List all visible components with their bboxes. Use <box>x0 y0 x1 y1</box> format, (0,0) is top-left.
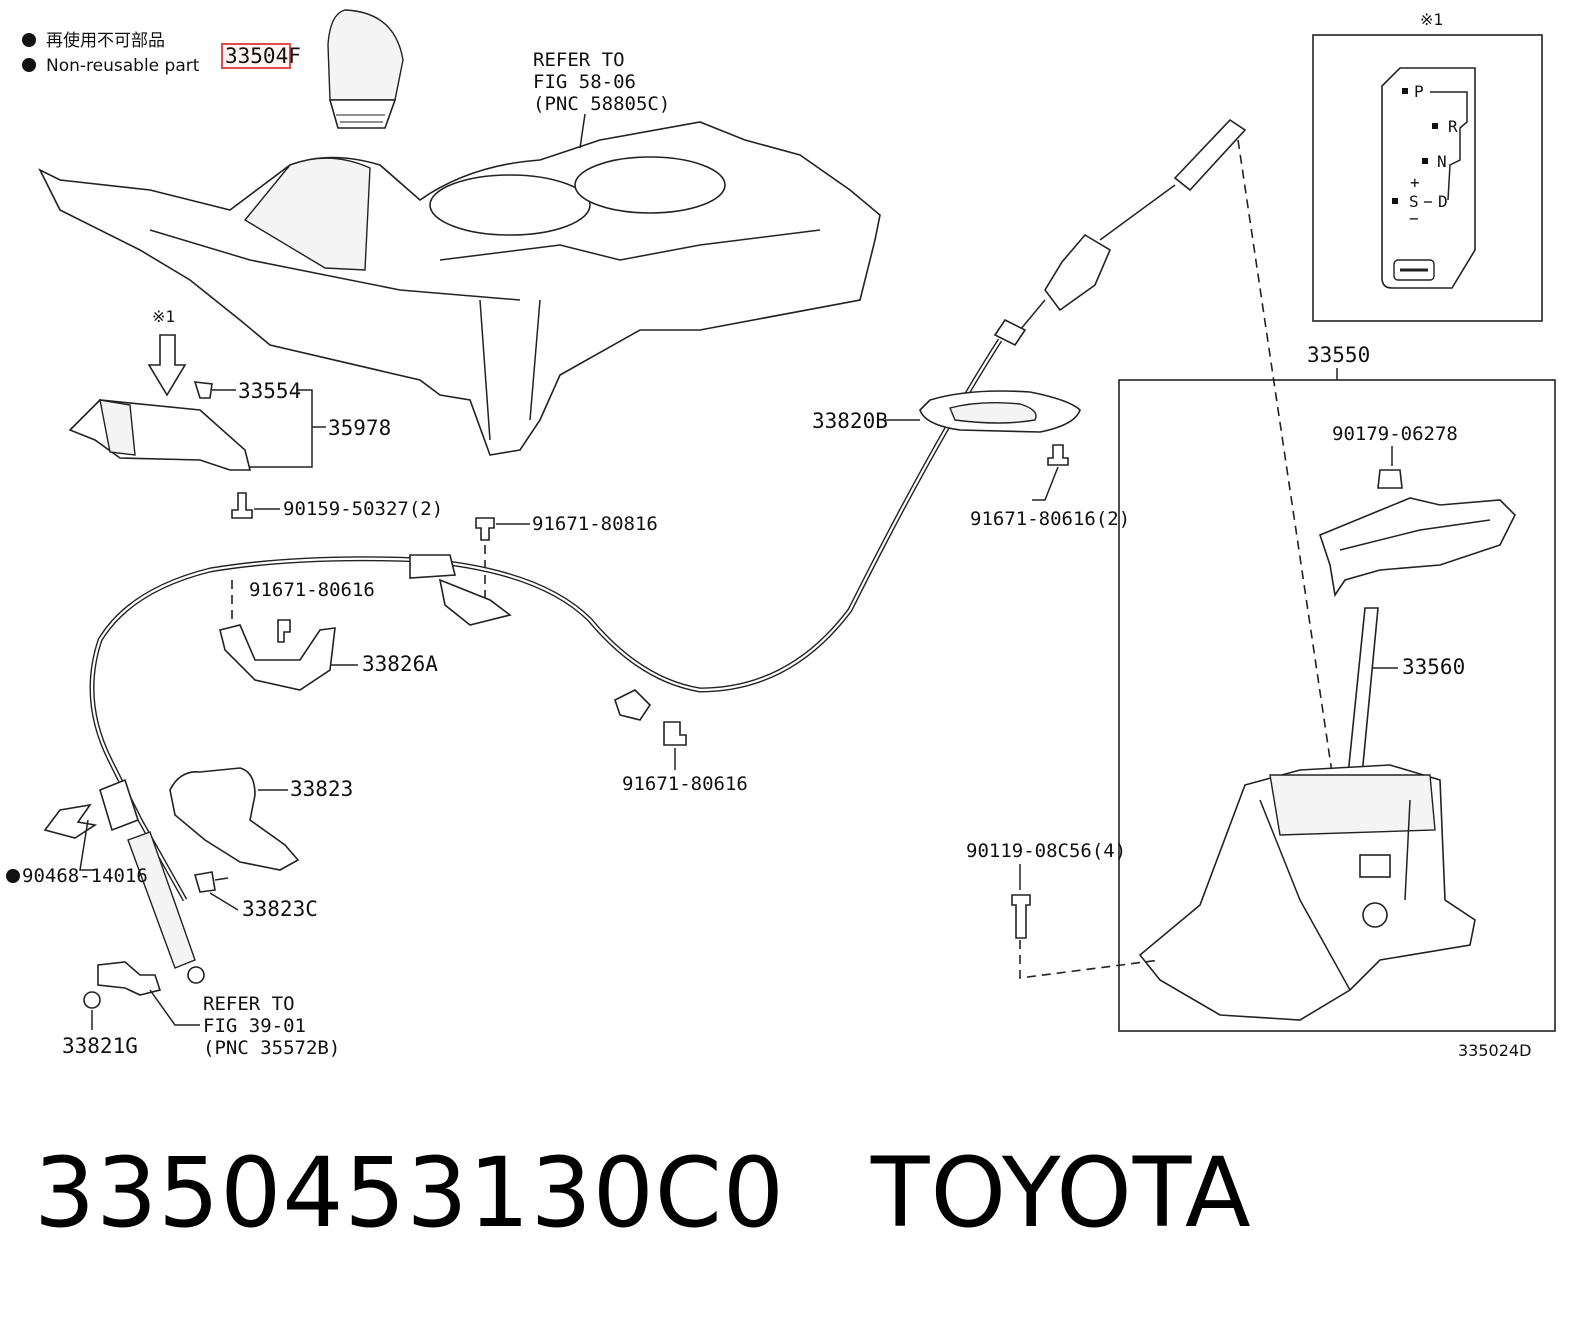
refer-note-2-line2: FIG 39-01 <box>203 1015 306 1037</box>
refer-note-2: REFER TO FIG 39-01 (PNC 35572B) <box>149 989 340 1059</box>
non-reusable-dot <box>6 869 20 883</box>
gate-r: R <box>1448 117 1458 136</box>
legend: 再使用不可部品 Non-reusable part <box>22 30 200 76</box>
shift-knob <box>327 9 404 129</box>
refer-note-2-line1: REFER TO <box>203 993 295 1015</box>
bolt-90119: 90119-08C56(4) <box>966 840 1161 979</box>
part-label-33821G[interactable]: 33821G <box>62 1034 138 1058</box>
gate-plus: + <box>1410 173 1420 192</box>
assembly-frame <box>1118 379 1556 1032</box>
refer-note-1-line3: (PNC 58805C) <box>533 93 670 115</box>
bracket-33823: 33823 <box>169 767 353 871</box>
screw-90159: 90159-50327(2) <box>231 492 443 520</box>
part-label-33550[interactable]: 33550 <box>1307 343 1370 367</box>
highlighted-part-33504F[interactable]: 33504F <box>221 43 301 69</box>
gate-d: D <box>1438 192 1448 211</box>
grommet-33820B: 33820B <box>812 390 1081 433</box>
shift-cable-upper <box>993 118 1247 347</box>
clip-lower: 91671-80616 <box>614 689 748 795</box>
note-mark-left: ※1 <box>152 307 175 326</box>
refer-note-1-line2: FIG 58-06 <box>533 71 636 93</box>
part-label-33823C[interactable]: 33823C <box>242 897 318 921</box>
indicator-housing-35978: 33554 35978 <box>68 379 391 471</box>
legend-dot-2 <box>22 58 36 72</box>
part-label-33820B[interactable]: 33820B <box>812 409 888 433</box>
inset-frame <box>1312 34 1543 322</box>
gate-s: S <box>1409 192 1419 211</box>
highlighted-part-label: 33504F <box>225 44 301 68</box>
part-label-35978[interactable]: 35978 <box>328 416 391 440</box>
part-label-33554[interactable]: 33554 <box>238 379 301 403</box>
screw-91671-80616-2: 91671-80616(2) <box>970 444 1130 530</box>
figure-code: 335024D <box>1458 1041 1531 1060</box>
part-label-91671-80816[interactable]: 91671-80816 <box>532 513 658 535</box>
parts-diagram: 再使用不可部品 Non-reusable part 33504F REFER T… <box>6 9 1556 1060</box>
gate-minus: − <box>1409 209 1419 228</box>
shift-cable-lower <box>89 338 1003 984</box>
console-housing <box>38 121 881 456</box>
shift-lever-assembly-33550: 33550 90179-06278 33560 <box>1118 343 1556 1032</box>
legend-label-jp: 再使用不可部品 <box>46 30 165 51</box>
legend-dot-1 <box>22 33 36 47</box>
shift-gate-inset: ※1 P R N + S D − <box>1312 10 1543 322</box>
clip-90468: 90468-14016 <box>6 803 148 887</box>
part-label-90119[interactable]: 90119-08C56(4) <box>966 840 1126 862</box>
part-label-91671-80616-2[interactable]: 91671-80616(2) <box>970 508 1130 530</box>
footer-brand: TOYOTA <box>870 1137 1252 1249</box>
refer-note-1-line1: REFER TO <box>533 49 625 71</box>
part-label-90468[interactable]: 90468-14016 <box>22 865 148 887</box>
gate-n: N <box>1437 152 1447 171</box>
refer-note-2-line3: (PNC 35572B) <box>203 1037 340 1059</box>
part-label-90159[interactable]: 90159-50327(2) <box>283 498 443 520</box>
clip-33821G: 33821G <box>62 961 162 1058</box>
footer-part-number: 3350453130C0 <box>34 1137 785 1249</box>
part-label-33823[interactable]: 33823 <box>290 777 353 801</box>
screw-91671-80816: 91671-80816 <box>475 513 658 600</box>
part-label-91671-80616-b[interactable]: 91671-80616 <box>249 579 375 601</box>
part-label-90179[interactable]: 90179-06278 <box>1332 423 1458 445</box>
part-label-33560[interactable]: 33560 <box>1402 655 1465 679</box>
part-label-91671-80616-d[interactable]: 91671-80616 <box>622 773 748 795</box>
part-label-33826A[interactable]: 33826A <box>362 652 438 676</box>
screw-33823C: 33823C <box>193 871 318 921</box>
guide-line-cable <box>1237 139 1346 861</box>
gate-p: P <box>1414 82 1424 101</box>
bracket-33826A: 91671-80616 33826A <box>219 579 438 691</box>
legend-label-en: Non-reusable part <box>46 56 200 76</box>
footer: 3350453130C0 TOYOTA <box>34 1138 1252 1248</box>
note-arrow-left: ※1 <box>147 307 187 397</box>
note-mark-inset: ※1 <box>1420 10 1443 29</box>
refer-note-1: REFER TO FIG 58-06 (PNC 58805C) <box>533 49 670 149</box>
